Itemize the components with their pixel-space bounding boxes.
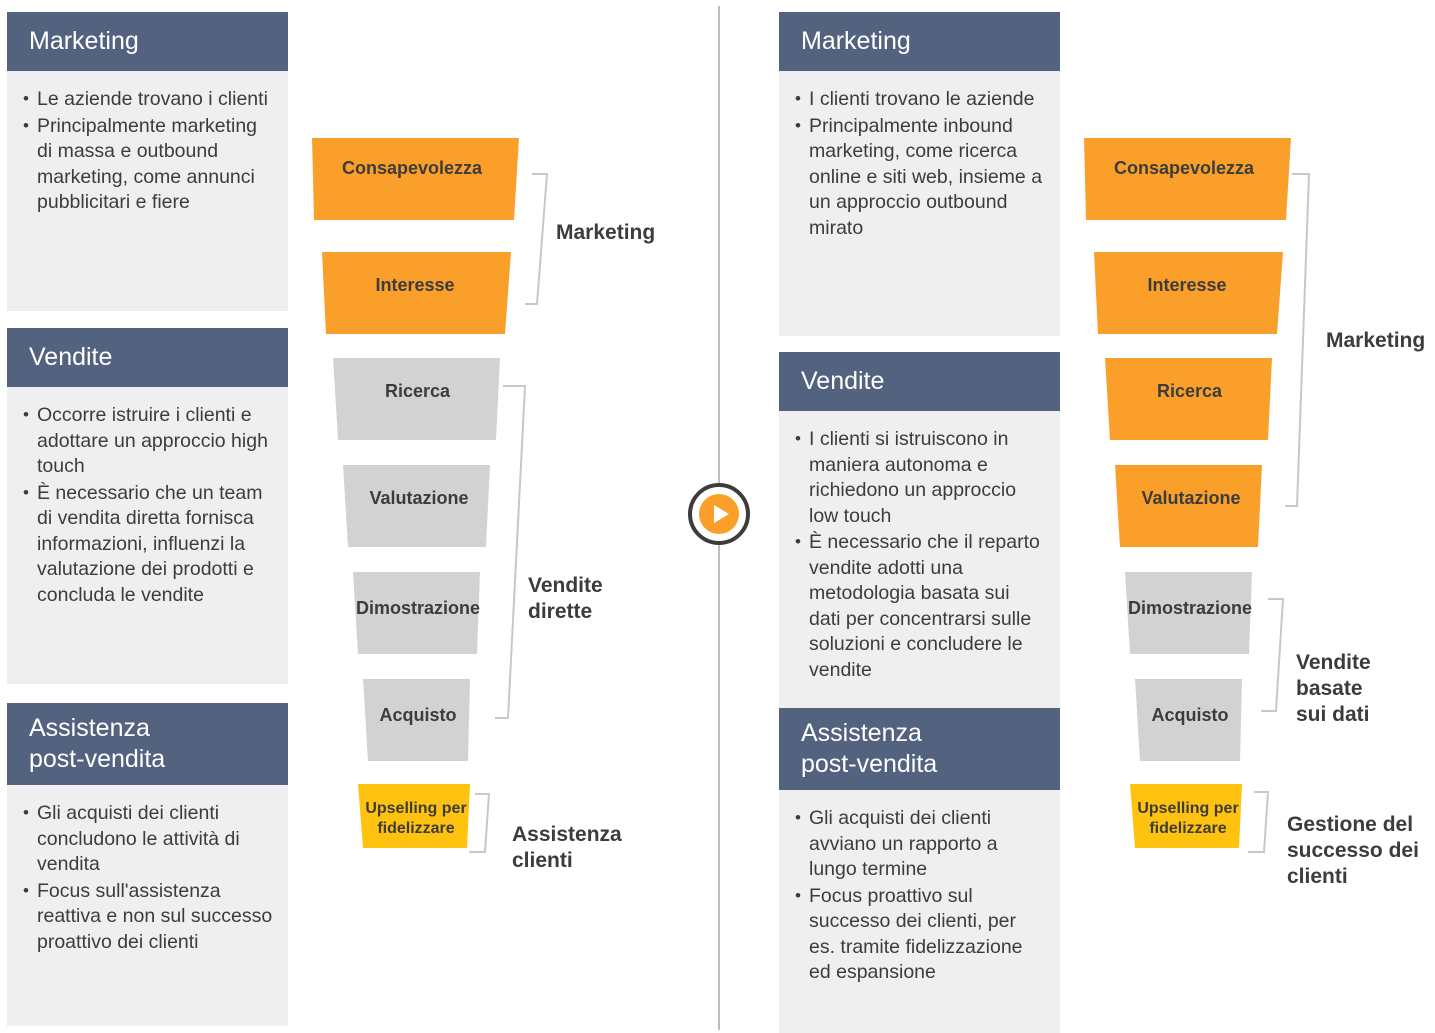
left-funnel-label-valutazione: Valutazione	[369, 487, 469, 508]
right-funnel-label-upselling: Upselling per fidelizzare	[1137, 800, 1239, 837]
left-panel-marketing-body: Le aziende trovano i clienti Principalme…	[7, 71, 288, 311]
funnel-shape-ricerca	[333, 358, 500, 440]
right-funnel-label-interesse: Interesse	[1147, 274, 1227, 295]
right-bracket-vendite-basate-sui-dati	[1261, 598, 1285, 712]
funnel-shape-valutazione	[343, 465, 490, 547]
right-funnel-label-consapevolezza: Consapevolezza	[1113, 157, 1255, 178]
list-item: Principalmente marketing di massa e outb…	[23, 113, 274, 216]
bullet-list: Occorre istruire i clienti e adottare un…	[23, 402, 274, 609]
list-item: Principalmente inbound marketing, come r…	[795, 113, 1046, 242]
list-item: È necessario che un team di vendita dire…	[23, 480, 274, 609]
left-funnel-label-ricerca: Ricerca	[384, 380, 451, 401]
bullet-list: Gli acquisti dei clienti avviano un rapp…	[795, 805, 1046, 986]
funnel-shape-acquisto	[363, 679, 470, 761]
right-panel-assistenza: Assistenza post-vendita Gli acquisti dei…	[779, 708, 1060, 1033]
play-triangle	[714, 505, 729, 523]
left-funnel-label-dimostrazione: Dimostrazione	[355, 597, 481, 618]
play-button[interactable]	[688, 483, 750, 545]
right-panel-assistenza-title: Assistenza post-vendita	[779, 708, 1060, 790]
left-funnel-label-interesse: Interesse	[375, 274, 455, 295]
left-bracket-assistenza-clienti	[469, 793, 491, 853]
right-bracket-marketing	[1285, 173, 1311, 507]
funnel-shape-interesse	[322, 252, 511, 334]
right-funnel-label-dimostrazione: Dimostrazione	[1127, 597, 1253, 618]
list-item: Focus proattivo sul successo dei clienti…	[795, 883, 1046, 986]
right-bracket-label-vendite-basate: Vendite basate sui dati	[1296, 651, 1371, 726]
bullet-list: Gli acquisti dei clienti concludono le a…	[23, 800, 274, 956]
list-item: Occorre istruire i clienti e adottare un…	[23, 402, 274, 480]
left-panel-assistenza: Assistenza post-vendita Gli acquisti dei…	[7, 703, 288, 1026]
right-panel-vendite-body: I clienti si istruiscono in maniera auto…	[779, 411, 1060, 708]
play-icon	[699, 494, 739, 534]
funnel-shape-dimostrazione	[1125, 572, 1252, 654]
right-panel-marketing-title: Marketing	[779, 12, 1060, 71]
right-bracket-label-gestione-successo: Gestione del successo dei clienti	[1287, 813, 1419, 888]
list-item: I clienti si istruiscono in maniera auto…	[795, 426, 1046, 529]
right-panel-marketing-body: I clienti trovano le aziende Principalme…	[779, 71, 1060, 336]
left-panel-assistenza-title: Assistenza post-vendita	[7, 703, 288, 785]
left-panel-vendite-body: Occorre istruire i clienti e adottare un…	[7, 387, 288, 684]
funnel-shape-consapevolezza	[312, 138, 519, 220]
left-funnel-label-consapevolezza: Consapevolezza	[341, 157, 483, 178]
right-panel-marketing: Marketing I clienti trovano le aziende P…	[779, 12, 1060, 336]
left-panel-marketing-title: Marketing	[7, 12, 288, 71]
funnel-shape-interesse	[1094, 252, 1283, 334]
funnel-shape-consapevolezza	[1084, 138, 1291, 220]
left-panel-vendite-title: Vendite	[7, 328, 288, 387]
left-bracket-label-vendite-dirette: Vendite dirette	[528, 574, 603, 623]
funnel-shape-dimostrazione	[353, 572, 480, 654]
right-bracket-gestione-successo	[1248, 791, 1270, 853]
left-panel-vendite: Vendite Occorre istruire i clienti e ado…	[7, 328, 288, 684]
funnel-shape-upselling	[358, 784, 470, 848]
bullet-list: I clienti trovano le aziende Principalme…	[795, 86, 1046, 242]
left-bracket-vendite-dirette	[495, 385, 527, 719]
left-bracket-label-assistenza-clienti: Assistenza clienti	[512, 823, 622, 872]
left-bracket-label-marketing: Marketing	[556, 221, 656, 244]
left-panel-marketing: Marketing Le aziende trovano i clienti P…	[7, 12, 288, 311]
left-bracket-marketing	[525, 173, 549, 305]
list-item: I clienti trovano le aziende	[795, 86, 1046, 113]
right-funnel-label-valutazione: Valutazione	[1141, 487, 1241, 508]
list-item: Le aziende trovano i clienti	[23, 86, 274, 113]
bullet-list: I clienti si istruiscono in maniera auto…	[795, 426, 1046, 683]
list-item: Gli acquisti dei clienti avviano un rapp…	[795, 805, 1046, 883]
list-item: Focus sull'assistenza reattiva e non sul…	[23, 878, 274, 956]
list-item: È necessario che il reparto vendite adot…	[795, 529, 1046, 683]
left-funnel-label-upselling: Upselling per fidelizzare	[365, 800, 467, 837]
right-panel-vendite: Vendite I clienti si istruiscono in mani…	[779, 352, 1060, 708]
right-panel-assistenza-body: Gli acquisti dei clienti avviano un rapp…	[779, 790, 1060, 1033]
funnel-shape-acquisto	[1135, 679, 1242, 761]
list-item: Gli acquisti dei clienti concludono le a…	[23, 800, 274, 878]
right-panel-vendite-title: Vendite	[779, 352, 1060, 411]
right-bracket-label-marketing: Marketing	[1326, 329, 1426, 352]
funnel-shape-valutazione	[1115, 465, 1262, 547]
left-funnel	[312, 138, 519, 848]
left-panel-assistenza-body: Gli acquisti dei clienti concludono le a…	[7, 785, 288, 1026]
bullet-list: Le aziende trovano i clienti Principalme…	[23, 86, 274, 216]
right-funnel-label-ricerca: Ricerca	[1156, 380, 1223, 401]
funnel-shape-upselling	[1130, 784, 1242, 848]
right-funnel-label-acquisto: Acquisto	[1151, 704, 1229, 725]
left-funnel-label-acquisto: Acquisto	[379, 704, 457, 725]
funnel-shape-ricerca	[1105, 358, 1272, 440]
right-funnel	[1084, 138, 1291, 848]
